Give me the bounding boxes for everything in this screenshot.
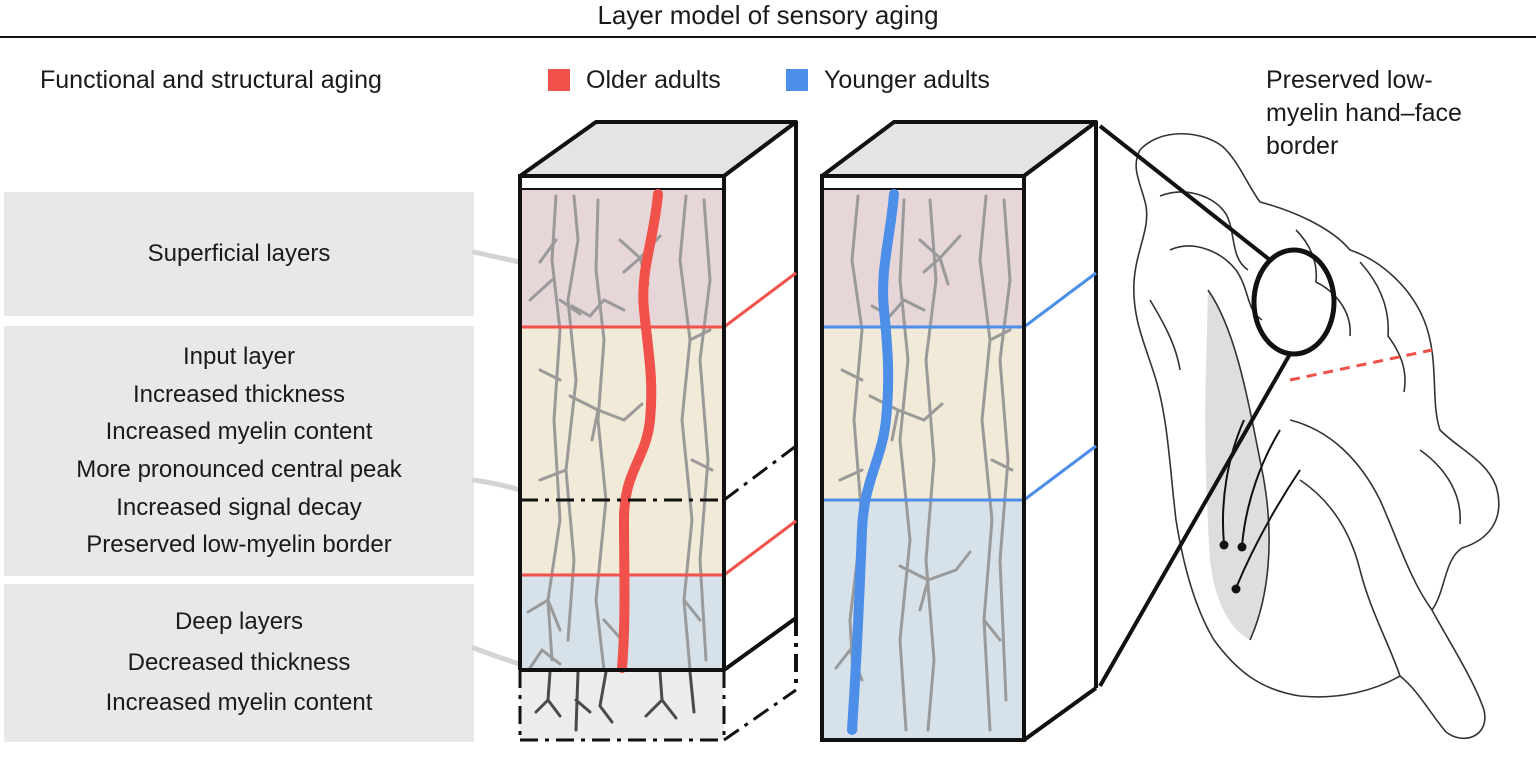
panel-input-line-6: Preserved low-myelin border [86, 531, 392, 559]
callout-line-3: border [1266, 132, 1339, 160]
brain-dot-1 [1219, 540, 1229, 550]
magnifier-circle [1098, 124, 1337, 687]
panel-deep-layers: Deep layers Decreased thickness Increase… [4, 584, 474, 742]
panel-deep-line-2: Decreased thickness [127, 648, 351, 676]
legend-younger-adults: Younger adults [786, 64, 990, 96]
legend-label-younger: Younger adults [824, 66, 990, 94]
older-side-boundary-ref [723, 444, 797, 502]
panel-superficial-line-1: Superficial layers [147, 240, 331, 267]
older-side-boundary-2 [723, 519, 797, 577]
magnifier-line-bottom [1098, 353, 1292, 687]
panel-input-line-4: More pronounced central peak [76, 456, 402, 483]
younger-side-edge-top [1022, 120, 1098, 178]
section-heading: Functional and structural aging [40, 66, 382, 94]
connector-deep [471, 645, 523, 667]
brain-dot-3 [1231, 584, 1241, 594]
older-side-edge-top [722, 120, 798, 178]
older-dendrite-drawing [526, 194, 714, 672]
panel-input-line-2: Increased thickness [132, 380, 346, 408]
panel-input-line-3: Increased myelin content [105, 418, 373, 446]
magnifier-ring [1251, 247, 1337, 357]
younger-side-boundary-1 [1023, 271, 1097, 329]
callout-hand-face-border: Preserved low- myelin hand–face border [1266, 64, 1516, 163]
brain-dot-2 [1237, 542, 1247, 552]
legend-older-adults: Older adults [548, 64, 721, 96]
younger-front-outline [820, 174, 1026, 742]
hand-face-border-marker [1289, 348, 1433, 382]
younger-column-side [1024, 122, 1096, 740]
older-column-cap [518, 174, 726, 192]
younger-dendrite-drawing [834, 194, 1014, 732]
connector-input [471, 477, 523, 493]
title-rule [0, 36, 1536, 38]
panel-input-line-5: Increased signal decay [116, 493, 362, 521]
older-side-boundary-1 [723, 271, 797, 329]
column-older-adults [518, 120, 798, 742]
older-lost-dendrites [534, 670, 696, 732]
panel-input-layer: Input layer Increased thickness Increase… [4, 326, 474, 576]
connector-superficial [471, 249, 523, 265]
panel-deep-line-1: Deep layers [174, 608, 304, 636]
older-side-bottom-solid [722, 616, 798, 672]
younger-column-cap [820, 174, 1026, 192]
brain-outline-drawing [1133, 132, 1500, 740]
panel-connectors [471, 249, 523, 667]
legend-swatch-older [548, 69, 570, 91]
panel-deep-line-3: Increased myelin content [105, 689, 373, 717]
younger-side-edge-bottom [1022, 686, 1098, 742]
older-myelin-profile [617, 189, 663, 673]
younger-side-boundary-2 [1023, 444, 1097, 502]
legend-label-older: Older adults [586, 66, 721, 94]
younger-myelin-profile [847, 189, 899, 735]
figure-title: Layer model of sensory aging [597, 0, 939, 30]
older-side-bottom-lost [723, 688, 797, 742]
legend-swatch-younger [786, 69, 808, 91]
panel-superficial-layers: Superficial layers [4, 192, 474, 316]
panel-input-line-1: Input layer [182, 343, 296, 371]
magnifier-line-top [1098, 124, 1272, 262]
brain-outer-contour [1133, 132, 1500, 740]
brain-pathways [1221, 419, 1301, 589]
callout-line-1: Preserved low- [1266, 66, 1433, 94]
column-younger-adults [820, 120, 1098, 742]
callout-line-2: myelin hand–face [1266, 99, 1462, 127]
older-column-side [724, 122, 796, 690]
